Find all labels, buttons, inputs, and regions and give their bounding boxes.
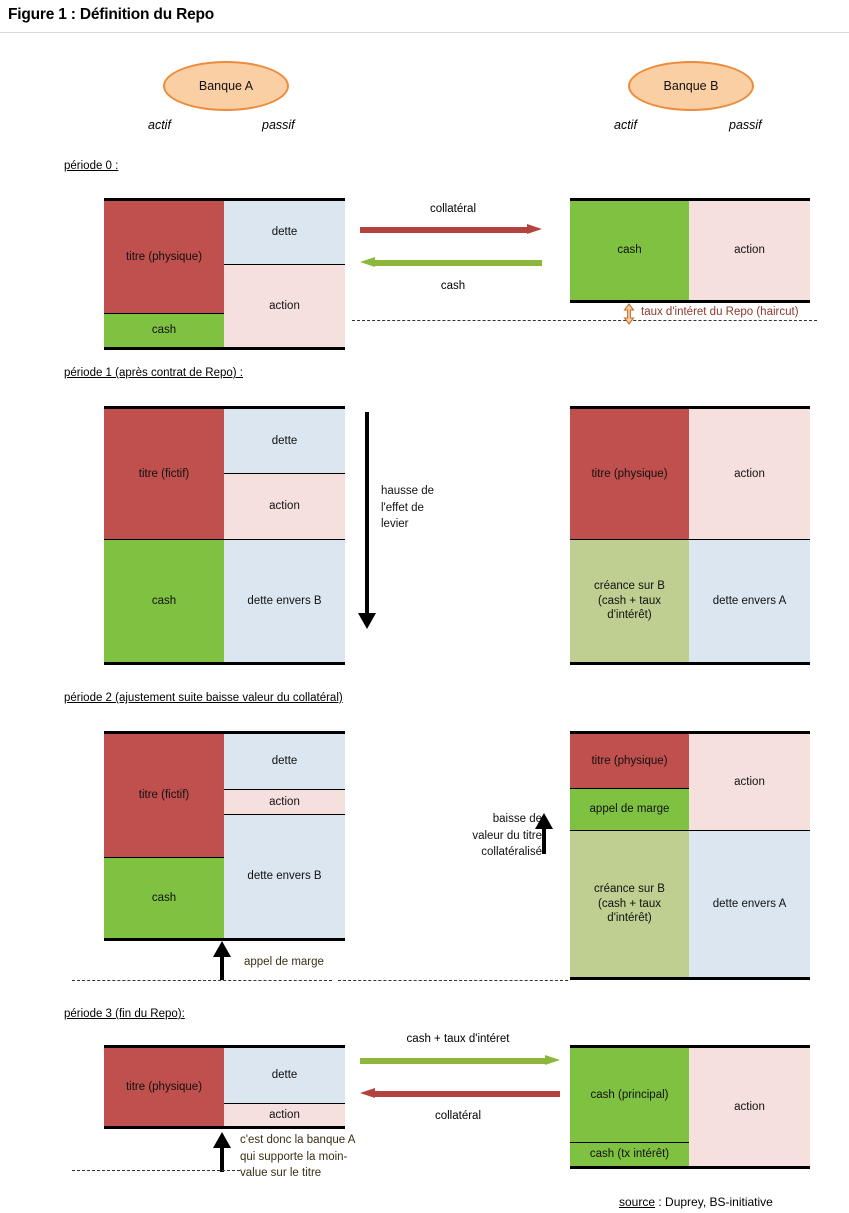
- period-2-margin-call-note: appel de marge: [244, 956, 324, 968]
- period-3-arrow-shaft: [220, 1146, 224, 1172]
- period-2-bank-b-actif-column: titre (physique) appel de marge créance …: [570, 734, 689, 977]
- period-0-bank-a-balance-sheet: titre (physique) cash dette action: [104, 198, 345, 350]
- source-label: source: [619, 1195, 656, 1209]
- cell-dette: dette: [224, 1048, 345, 1104]
- period-0-arrow-1-caption: collatéral: [429, 203, 477, 215]
- period-0-cash-arrow: [360, 257, 542, 268]
- bank-b-passif-label: passif: [729, 118, 762, 132]
- value-drop-arrow-head-icon: [535, 813, 553, 829]
- cell-action: action: [224, 1104, 345, 1126]
- cell-action: action: [224, 474, 345, 540]
- period-0-haircut-baseline: [352, 320, 817, 321]
- cell-dette: dette: [224, 409, 345, 474]
- period-2-bank-b-balance-sheet: titre (physique) appel de marge créance …: [570, 731, 810, 980]
- cell-action: action: [224, 265, 345, 347]
- period-3-bank-b-actif-column: cash (principal) cash (tx intérêt): [570, 1048, 689, 1166]
- period-3-bank-a-passif-column: dette action: [224, 1048, 345, 1126]
- period-2-baseline-left: [72, 980, 332, 981]
- bank-b-label: Banque B: [663, 79, 719, 93]
- source-value: : Duprey, BS-initiative: [655, 1195, 773, 1209]
- period-2-bank-a-passif-column: dette action dette envers B: [224, 734, 345, 938]
- cell-creance-sur-b: créance sur B (cash + taux d'intérêt): [570, 831, 689, 977]
- cell-titre-physique: titre (physique): [570, 409, 689, 540]
- cell-dette: dette: [224, 734, 345, 790]
- source-line: source : Duprey, BS-initiative: [619, 1195, 773, 1209]
- period-1-bank-b-actif-column: titre (physique) créance sur B (cash + t…: [570, 409, 689, 662]
- cell-dette-envers-b: dette envers B: [224, 815, 345, 938]
- period-2-value-drop-note: baisse de valeur du titre collatéralisé: [472, 813, 542, 859]
- cell-action: action: [689, 734, 810, 831]
- margin-call-arrow-shaft: [220, 955, 224, 980]
- period-3-arrow-head-icon: [213, 1132, 231, 1148]
- period-0-bank-b-actif-column: cash: [570, 201, 689, 300]
- period-0-bank-a-passif-column: dette action: [224, 201, 345, 347]
- cell-titre-physique: titre (physique): [104, 201, 224, 314]
- cell-cash: cash: [570, 201, 689, 300]
- period-3-baseline-left: [72, 1170, 240, 1171]
- leverage-arrow-shaft: [365, 412, 369, 615]
- period-3-bank-b-balance-sheet: cash (principal) cash (tx intérêt) actio…: [570, 1045, 810, 1169]
- cell-cash-tx-interet: cash (tx intérêt): [570, 1143, 689, 1166]
- period-1-bank-b-passif-column: action dette envers A: [689, 409, 810, 662]
- period-0-collateral-arrow: [360, 224, 542, 235]
- cell-action: action: [689, 201, 810, 300]
- period-2-label: période 2 (ajustement suite baisse valeu…: [64, 692, 343, 704]
- leverage-note: hausse de l'effet de levier: [381, 485, 435, 531]
- period-2-baseline-mid: [338, 980, 568, 981]
- period-0-bank-a-actif-column: titre (physique) cash: [104, 201, 224, 347]
- cell-cash: cash: [104, 540, 224, 662]
- value-drop-arrow-shaft: [542, 827, 546, 854]
- cell-action: action: [689, 1048, 810, 1166]
- period-2-bank-b-passif-column: action dette envers A: [689, 734, 810, 977]
- period-3-arrow-1-caption: cash + taux d'intéret: [406, 1033, 510, 1045]
- title-divider: [0, 32, 849, 33]
- period-3-cash-interest-arrow: [360, 1055, 560, 1066]
- period-0-bank-b-balance-sheet: cash action: [570, 198, 810, 303]
- cell-dette-envers-a: dette envers A: [689, 540, 810, 662]
- cell-dette-envers-b: dette envers B: [224, 540, 345, 662]
- cell-titre-fictif: titre (fictif): [104, 409, 224, 540]
- cell-dette: dette: [224, 201, 345, 265]
- period-1-bank-a-actif-column: titre (fictif) cash: [104, 409, 224, 662]
- cell-dette-envers-a: dette envers A: [689, 831, 810, 977]
- bank-a-ellipse: Banque A: [163, 61, 289, 111]
- bank-b-actif-label: actif: [614, 118, 637, 132]
- period-2-bank-a-actif-column: titre (fictif) cash: [104, 734, 224, 938]
- period-1-bank-a-passif-column: dette action dette envers B: [224, 409, 345, 662]
- period-3-label: période 3 (fin du Repo):: [64, 1008, 185, 1020]
- period-0-arrow-2-caption: cash: [440, 280, 466, 292]
- bank-a-passif-label: passif: [262, 118, 295, 132]
- cell-cash: cash: [104, 314, 224, 347]
- period-3-collateral-arrow: [360, 1088, 560, 1099]
- cell-creance-sur-b: créance sur B (cash + taux d'intérêt): [570, 540, 689, 662]
- period-1-bank-a-balance-sheet: titre (fictif) cash dette action dette e…: [104, 406, 345, 665]
- period-2-bank-a-balance-sheet: titre (fictif) cash dette action dette e…: [104, 731, 345, 941]
- bank-b-ellipse: Banque B: [628, 61, 754, 111]
- period-1-label: période 1 (après contrat de Repo) :: [64, 367, 243, 379]
- margin-call-arrow-head-icon: [213, 941, 231, 957]
- cell-action: action: [224, 790, 345, 815]
- period-0-bank-b-passif-column: action: [689, 201, 810, 300]
- period-1-bank-b-balance-sheet: titre (physique) créance sur B (cash + t…: [570, 406, 810, 665]
- figure-title: Figure 1 : Définition du Repo: [8, 6, 215, 23]
- leverage-arrow-head-icon: [358, 613, 376, 629]
- period-3-bank-a-balance-sheet: titre (physique) dette action: [104, 1045, 345, 1129]
- bank-a-label: Banque A: [198, 79, 254, 93]
- cell-appel-de-marge: appel de marge: [570, 789, 689, 831]
- period-3-bank-a-actif-column: titre (physique): [104, 1048, 224, 1126]
- cell-titre-physique: titre (physique): [104, 1048, 224, 1126]
- haircut-note: taux d'intéret du Repo (haircut): [641, 306, 799, 318]
- period-3-bank-b-passif-column: action: [689, 1048, 810, 1166]
- period-0-label: période 0 :: [64, 160, 119, 172]
- cell-action: action: [689, 409, 810, 540]
- cell-titre-fictif: titre (fictif): [104, 734, 224, 858]
- cell-cash: cash: [104, 858, 224, 938]
- cell-titre-physique: titre (physique): [570, 734, 689, 789]
- period-3-moins-value-note: c'est donc la banque A qui supporte la m…: [240, 1134, 356, 1180]
- cell-cash-principal: cash (principal): [570, 1048, 689, 1143]
- bank-a-actif-label: actif: [148, 118, 171, 132]
- period-3-arrow-2-caption: collatéral: [434, 1110, 482, 1122]
- haircut-double-arrow-icon: [623, 303, 635, 325]
